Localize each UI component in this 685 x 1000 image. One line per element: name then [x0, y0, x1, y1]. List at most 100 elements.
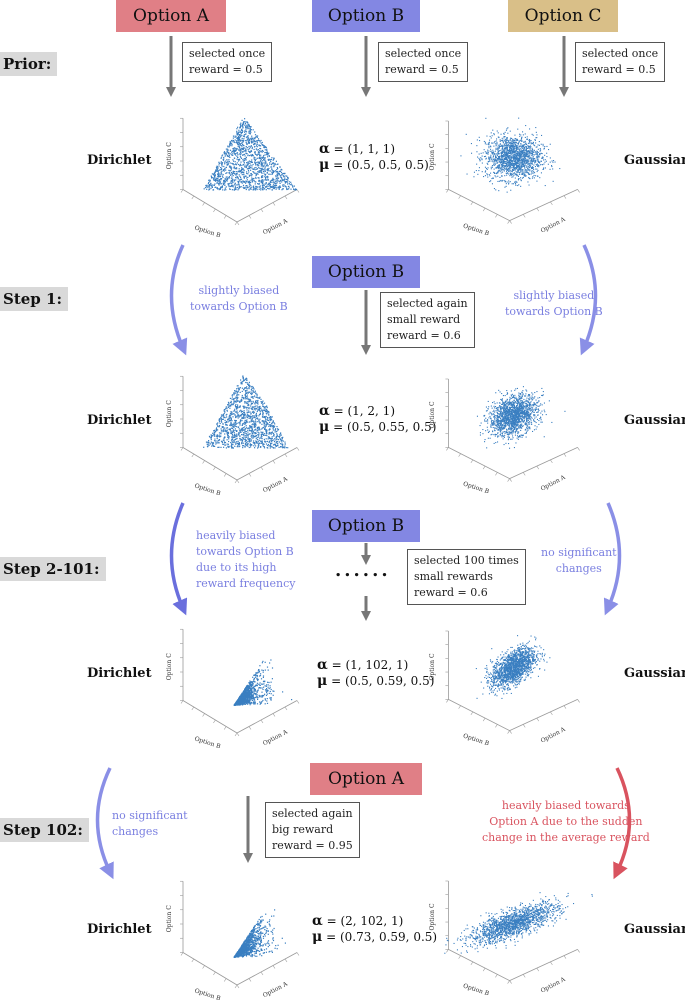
- tick-b: [446, 189, 449, 193]
- tick-b: [495, 724, 498, 728]
- tick-a: [296, 189, 300, 193]
- tick-a: [577, 447, 580, 451]
- tick-b: [234, 984, 238, 989]
- option-c-header: Option C: [508, 0, 618, 32]
- step102-arrow-right: [613, 767, 632, 880]
- tick-b: [234, 221, 238, 226]
- gaussian-label-prior: Gaussian: [624, 153, 685, 168]
- gaussian-label-2: Gaussian: [624, 666, 685, 681]
- axis-label-c: Option C: [429, 903, 436, 930]
- option-a-header: Option A: [116, 0, 226, 32]
- tick-b: [507, 478, 510, 482]
- tick-a: [509, 980, 512, 984]
- axis-label-a: Option A: [262, 728, 290, 747]
- step2-arrow-left: [169, 502, 188, 616]
- tick-a: [260, 208, 264, 213]
- scatter-points: [203, 118, 297, 191]
- tick-b: [191, 453, 195, 458]
- axis-label-a: Option A: [540, 976, 568, 995]
- scatter-points: [233, 909, 286, 958]
- tick-b: [180, 700, 184, 704]
- tick-a: [509, 478, 512, 482]
- axis-b-line: [448, 189, 510, 221]
- tick-b: [507, 730, 510, 734]
- axis-a-line: [236, 447, 298, 481]
- tick-b: [482, 967, 486, 972]
- scatter-points: [444, 892, 593, 954]
- tick-a: [522, 472, 526, 476]
- params-step102: α = (2, 102, 1) μ = (0.73, 0.59, 0.5): [312, 913, 438, 945]
- scatter-points: [475, 635, 551, 699]
- axis-label-b: Option B: [194, 482, 222, 495]
- tick-a: [536, 967, 540, 972]
- tick-a: [577, 189, 580, 193]
- tick-b: [234, 479, 238, 484]
- tick-a: [272, 965, 276, 969]
- tick-a: [522, 214, 526, 218]
- tick-a: [536, 207, 540, 212]
- tick-a: [536, 717, 540, 722]
- tick-b: [180, 189, 184, 193]
- gaussian-label-1: Gaussian: [624, 413, 685, 428]
- tick-b: [495, 214, 498, 218]
- tick-a: [284, 453, 288, 458]
- tick-a: [563, 705, 567, 709]
- tick-a: [248, 978, 252, 982]
- tick-b: [470, 201, 474, 206]
- tick-b: [223, 978, 227, 982]
- tick-a: [248, 473, 252, 477]
- tick-a: [550, 961, 553, 966]
- tick-b: [223, 473, 227, 477]
- axis-b-line: [182, 952, 238, 986]
- tick-a: [260, 719, 264, 724]
- axis-b-line: [448, 949, 510, 981]
- tick-b: [507, 220, 510, 224]
- tick-b: [180, 447, 184, 451]
- params-step1: α = (1, 2, 1) μ = (0.5, 0.55, 0.5): [319, 403, 437, 435]
- axis-label-a: Option A: [540, 474, 568, 493]
- tick-a: [284, 195, 288, 200]
- tick-b: [458, 195, 461, 199]
- tick-a: [550, 201, 553, 206]
- dirichlet-label-prior: Dirichlet: [87, 153, 152, 168]
- axis-label-c: Option C: [429, 143, 436, 170]
- axis-label-c: Option C: [166, 400, 173, 427]
- axis-b-line: [182, 447, 238, 481]
- step2-option-b: Option B: [312, 510, 420, 542]
- axis-a-line: [509, 189, 578, 221]
- scatter-points: [460, 117, 561, 193]
- gaussian-label-102: Gaussian: [624, 922, 685, 937]
- step102-arrow-left: [95, 767, 114, 880]
- scatter-points: [233, 659, 293, 706]
- tick-b: [191, 195, 195, 200]
- scatter-points: [203, 375, 289, 449]
- axis-label-a: Option A: [262, 980, 290, 999]
- tick-b: [446, 447, 449, 451]
- tick-b: [507, 980, 510, 984]
- tick-b: [482, 207, 486, 212]
- tick-a: [509, 730, 512, 734]
- dirichlet-label-1: Dirichlet: [87, 413, 152, 428]
- tick-b: [470, 711, 474, 716]
- tick-b: [223, 215, 227, 219]
- tick-b: [458, 705, 461, 709]
- tick-b: [202, 202, 205, 206]
- axis-label-b: Option B: [462, 480, 490, 493]
- axis-a-line: [509, 447, 578, 479]
- axis-a-line: [236, 952, 298, 986]
- step-label-prior: Prior:: [0, 52, 58, 76]
- step-label-1: Step 1:: [0, 287, 68, 311]
- step-label-102: Step 102:: [0, 818, 89, 842]
- tick-a: [236, 984, 240, 989]
- axis-label-c: Option C: [166, 905, 173, 932]
